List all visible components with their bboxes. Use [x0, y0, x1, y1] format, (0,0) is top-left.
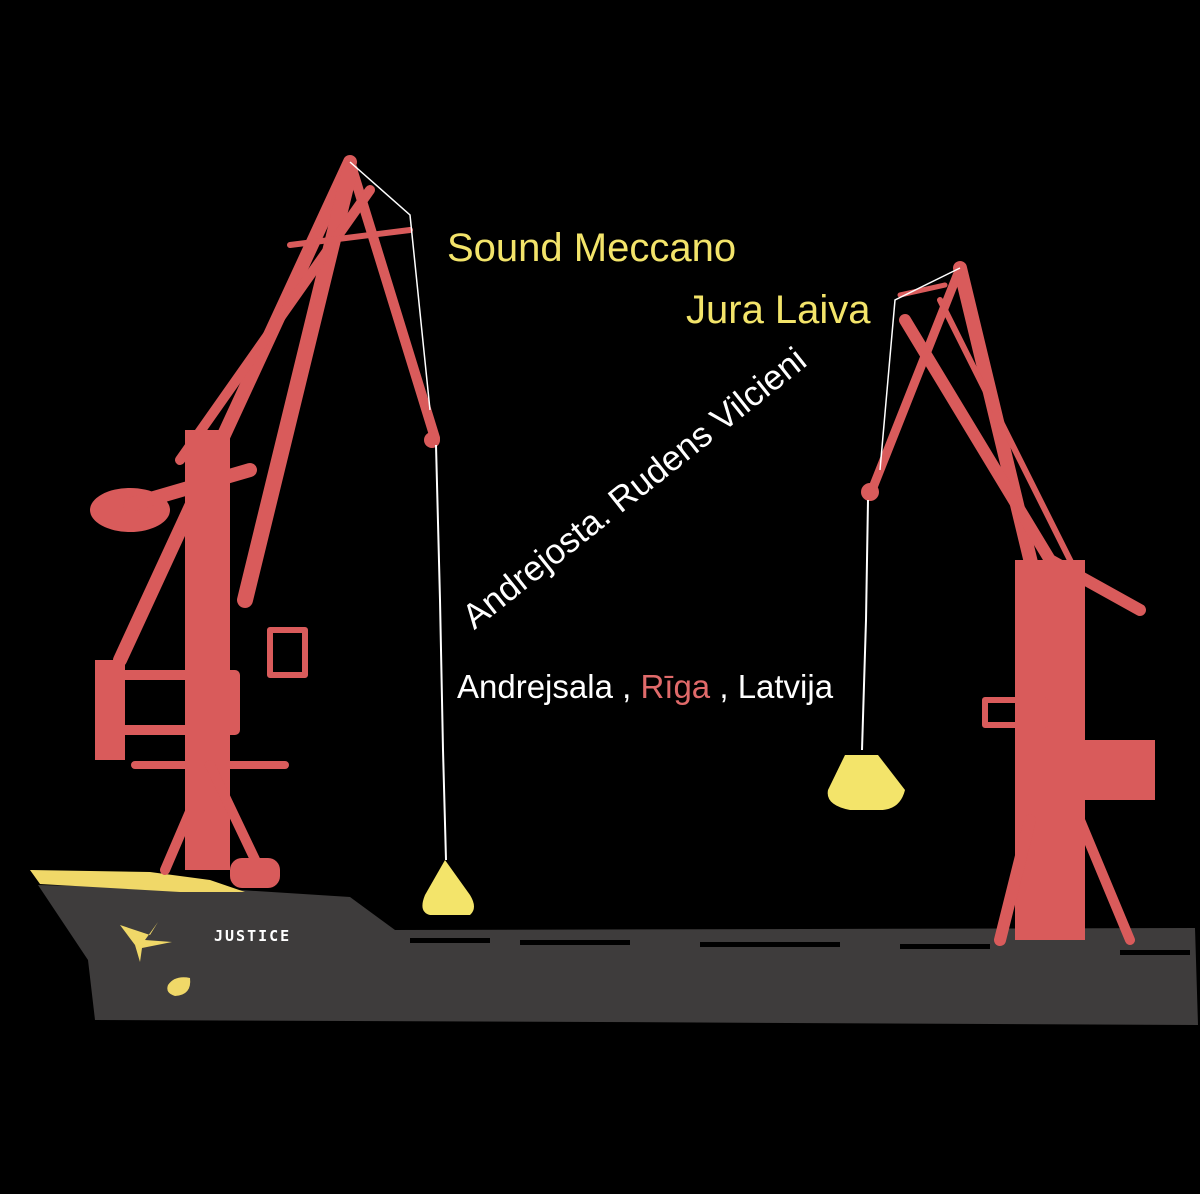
right-top-cable	[879, 267, 961, 471]
left-grab-bucket	[422, 860, 474, 915]
left-top-cable	[349, 161, 431, 411]
ship-name: JUSTICE	[214, 927, 292, 945]
artist-name: Jura Laiva	[686, 288, 871, 332]
location-area: Andrejsala	[457, 668, 613, 705]
ship-deck	[30, 870, 245, 892]
left-cable	[435, 444, 447, 861]
right-grab-bucket	[827, 755, 905, 810]
ship	[30, 870, 1198, 1025]
ship-emblem-bird	[120, 922, 172, 962]
right-crane	[861, 261, 1155, 946]
location-separator: ,	[612, 668, 641, 705]
location-separator: ,	[710, 668, 738, 705]
ship-hull	[38, 885, 1198, 1025]
album-title: Sound Meccano	[447, 226, 737, 270]
ship-emblem-hook	[167, 977, 191, 996]
left-crane	[90, 155, 440, 888]
right-cable	[861, 499, 869, 751]
location-line: Andrejsala , Rīga , Latvija	[457, 670, 833, 703]
ship-deck-marks	[410, 938, 1190, 955]
location-country: Latvija	[737, 668, 834, 705]
location-city: Rīga	[640, 668, 711, 705]
